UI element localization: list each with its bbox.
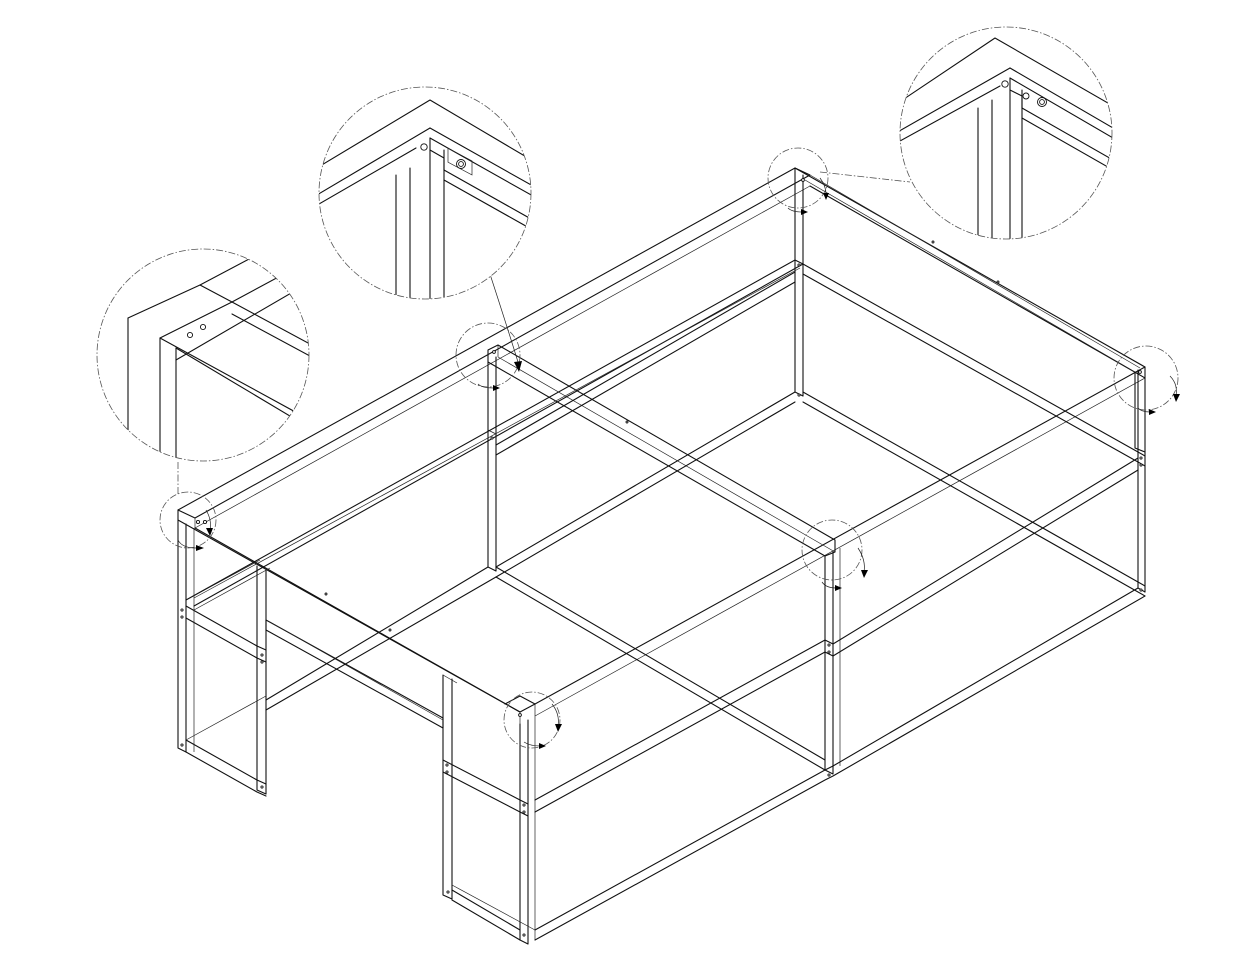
post-step-left	[443, 675, 457, 899]
post-front-middle	[825, 548, 840, 774]
right-end-rail	[1135, 372, 1145, 452]
top-front-rail	[178, 367, 1145, 724]
bottom-rail-back-right	[803, 392, 1145, 596]
frame-assembly	[160, 148, 1180, 944]
front-mid-rail	[443, 458, 1138, 816]
detail-callout-front-left-corner	[97, 232, 310, 480]
middle-divider-beam	[488, 345, 835, 556]
post-front-corner	[520, 716, 535, 944]
assembly-arrows	[178, 178, 1180, 749]
mid-rail-back-right	[803, 264, 1145, 466]
post-front-left	[178, 520, 194, 752]
post-left-inner	[257, 566, 266, 794]
post-right-corner	[1138, 370, 1145, 592]
interior-floor-rail	[496, 567, 825, 770]
post-back-corner	[795, 168, 803, 396]
bottom-rail-left	[266, 392, 795, 710]
detail-callout-middle-divider-joint	[300, 87, 540, 310]
inner-upper-rail	[496, 272, 795, 455]
leg-opening-rail	[266, 620, 443, 728]
detail-callout-back-corner-joint	[880, 27, 1120, 250]
front-bottom-rail	[452, 588, 1145, 940]
